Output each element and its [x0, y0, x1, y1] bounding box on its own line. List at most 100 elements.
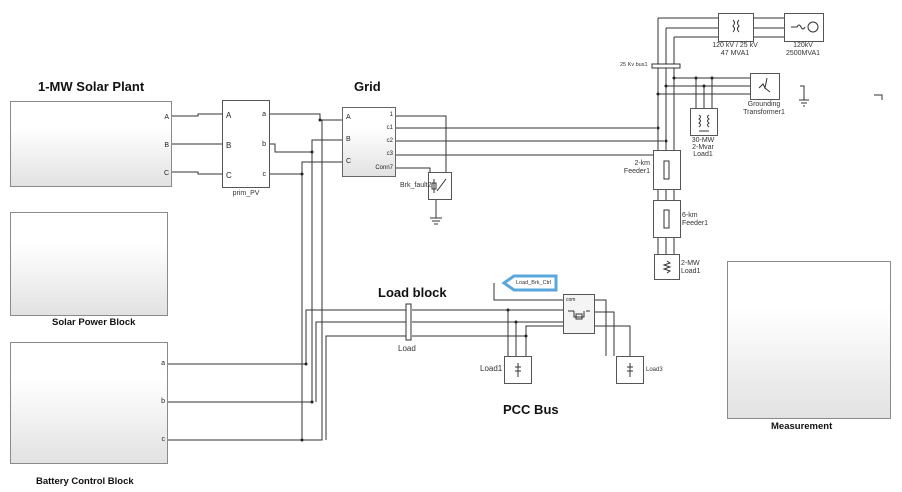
load-block-title: Load block [378, 285, 447, 300]
grounding-transformer-block[interactable] [750, 73, 780, 100]
load-2mw-label-2: Load1 [681, 268, 701, 275]
load-brk-ctrl-tag [501, 274, 558, 292]
wire-pv-a [268, 113, 342, 121]
port-label: com [566, 297, 576, 303]
battery-control-title: Battery Control Block [36, 476, 134, 487]
port-label: c2 [386, 138, 393, 144]
load1-block[interactable] [504, 356, 532, 384]
wire-ground-stub [874, 94, 883, 100]
port-label: B [164, 142, 169, 149]
grounding-label-1: Grounding [747, 101, 781, 108]
wire-load-b [315, 321, 406, 402]
bus-25kv-label: 25 Kv bus1 [620, 62, 648, 68]
feeder-2km-label-2: Feeder1 [623, 168, 650, 175]
solar-plant-title: 1-MW Solar Plant [38, 79, 145, 94]
port-label: b [262, 141, 266, 148]
wire-bus-c [673, 36, 718, 158]
port-label: c [161, 436, 166, 443]
wire-grid-1 [396, 115, 447, 172]
wire-solar-a [172, 113, 224, 117]
brk-fault2-block[interactable] [428, 172, 452, 200]
load-30mw-block[interactable] [690, 108, 718, 136]
feeder-6km-label-2: Feeder1 [682, 220, 709, 227]
port-label: c3 [386, 151, 393, 157]
grid-title: Grid [354, 79, 381, 94]
ac-source-icon [791, 21, 819, 33]
wire-load30 [695, 78, 713, 108]
wire-pv-b [268, 139, 342, 153]
resistive-load-icon [662, 260, 672, 274]
feeder-2km-block[interactable] [653, 150, 681, 190]
zigzag-transformer-icon [758, 77, 771, 93]
feeder-2km-label-1: 2-km [634, 160, 650, 167]
wire-pcc-c [412, 325, 563, 337]
source-label-2: 2500MVA1 [785, 50, 821, 57]
breaker-icon [431, 178, 447, 193]
breaker-icon [568, 310, 590, 320]
wire-load1 [507, 310, 527, 356]
load-30mw-label-1: 30-MW [691, 137, 715, 144]
battery-control-subsystem[interactable]: a b c [10, 342, 168, 464]
brk-fault2-label: Brk_fault2 [400, 182, 432, 189]
pcc-bus-title: PCC Bus [503, 402, 559, 417]
port-label: B [346, 136, 351, 143]
source-block[interactable] [784, 13, 824, 42]
rlc-load-icon [515, 363, 521, 377]
bus-25kv [651, 63, 681, 69]
wire-solar-c [172, 171, 224, 175]
transformer-block[interactable] [718, 13, 754, 42]
wire-bus-b [665, 27, 718, 158]
load-brk-ctrl-label: Load_Brk_Ctrl [516, 280, 552, 286]
prim-pv-block[interactable]: A B C a b c [222, 100, 270, 188]
wire-load-c [325, 335, 406, 440]
wire-vert-a [300, 120, 323, 441]
transformer-icon [732, 19, 740, 33]
port-label: B [226, 141, 232, 150]
load1-label: Load1 [480, 364, 503, 373]
load3-label: Load3 [646, 367, 663, 373]
solar-power-subsystem[interactable] [10, 212, 168, 316]
wire-bus-a [657, 17, 718, 158]
port-label: A [346, 114, 351, 121]
load-2mw-block[interactable] [654, 254, 680, 280]
load-2mw-label-1: 2-MW [681, 260, 700, 267]
wire-neutral [800, 85, 805, 100]
line-resistor-icon [663, 160, 670, 180]
port-label: c1 [386, 125, 393, 131]
wire-grid-conn7 [396, 167, 431, 172]
feeder-6km-label-1: 6-km [682, 212, 698, 219]
ground-icon [430, 99, 809, 225]
measurement-subsystem[interactable] [727, 261, 891, 419]
port-label: a [161, 360, 165, 367]
line-resistor-icon [663, 209, 670, 229]
load-bus-bar [405, 303, 412, 341]
port-label: Conn7 [375, 165, 393, 171]
solar-plant-subsystem[interactable]: A B C [10, 101, 172, 187]
transformer-label-1: 120 kV / 25 kV [712, 42, 758, 49]
port-label: c [262, 171, 267, 178]
wire-ctrl [493, 283, 563, 301]
port-label: 1 [389, 112, 393, 118]
grounding-label-2: Transformer1 [743, 109, 785, 116]
port-label: C [226, 171, 232, 180]
wire-pv-c [268, 161, 342, 175]
port-label: A [226, 111, 232, 120]
prim-pv-label: prim_PV [232, 190, 260, 197]
port-label: a [262, 111, 266, 118]
rlc-load-icon [627, 363, 633, 377]
port-label: C [163, 170, 169, 177]
rlc-load-icon [698, 114, 710, 132]
feeder-6km-block[interactable] [653, 200, 681, 238]
load3-block[interactable] [616, 356, 644, 384]
measurement-title: Measurement [771, 421, 833, 432]
transformer-label-2: 47 MVA1 [720, 50, 750, 57]
port-label: C [346, 158, 352, 165]
load-30mw-label-2: 2-Mvar [692, 144, 714, 151]
source-label-1: 120kV [793, 42, 813, 49]
wire-load-a [305, 309, 406, 364]
solar-power-title: Solar Power Block [52, 317, 136, 328]
grid-subsystem[interactable]: A B C 1 c1 c2 c3 Conn7 [342, 107, 396, 177]
load-breaker-block[interactable]: com [563, 294, 595, 334]
wire-feeder-load [657, 236, 675, 254]
